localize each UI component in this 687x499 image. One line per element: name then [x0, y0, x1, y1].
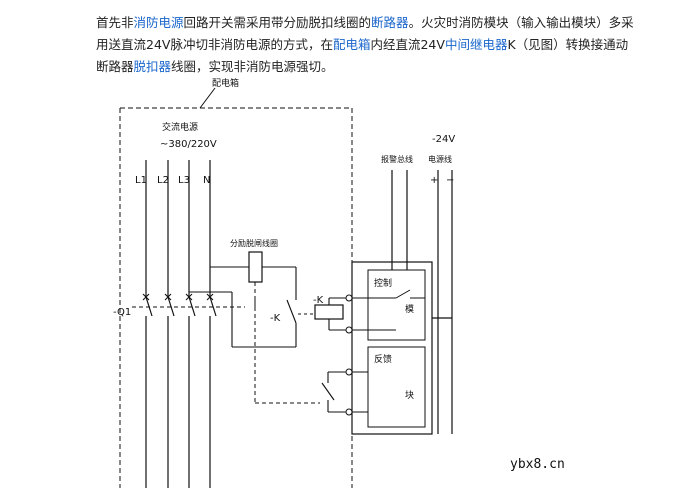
text-segment: 。火灾时消防模块（输入输出模块）多采用送直流24V脉冲切非消防电源的方式，在 [96, 15, 634, 52]
phase-label-n: N [203, 175, 210, 186]
phase-label-l1: L1 [135, 175, 147, 186]
relay-coil-wiring [328, 297, 346, 331]
box-label: 配电箱 [212, 77, 239, 89]
module-char-1: 模 [405, 304, 414, 315]
control-section [367, 269, 426, 341]
phase-conductors [145, 160, 217, 488]
shunt-coil-wiring [189, 266, 297, 348]
feedback-section [367, 346, 426, 428]
link-tuokouqi[interactable]: 脱扣器 [133, 59, 172, 74]
module-terminals [345, 294, 353, 416]
text-segment: 线圈，实现非消防电源强切。 [171, 59, 334, 74]
shunt-coil-label: 分励脱闸线圈 [230, 238, 278, 248]
link-xiaofang-dianyuan[interactable]: 消防电源 [133, 15, 184, 30]
breaker-cross-marks [142, 293, 214, 301]
shunt-trip-coil [248, 251, 263, 283]
article-text: 首先非消防电源回路开关需采用带分励脱扣线圈的断路器。火灾时消防模块（输入输出模块… [96, 12, 636, 78]
feedback-label: 反馈 [374, 353, 392, 365]
relay-coil [314, 304, 344, 320]
power-line-label: 电源线 [428, 154, 452, 164]
breaker-label: -Q1 [113, 307, 131, 318]
alarm-bus-label: 报警总线 [381, 154, 413, 164]
phase-label-l2: L2 [157, 175, 169, 186]
dc-voltage-label: -24V [432, 134, 455, 145]
text-segment: 首先非 [96, 15, 134, 30]
relay-coil-label: -K [313, 295, 324, 306]
relay-contact-label: -K [270, 313, 281, 324]
bus-lines [391, 170, 453, 434]
watermark: ybx8.cn [510, 457, 565, 472]
ac-power-label: 交流电源 [162, 121, 198, 133]
phase-label-l3: L3 [178, 175, 190, 186]
plus-sign: + [430, 175, 438, 186]
box-label-leader [199, 87, 216, 109]
link-duanluqi[interactable]: 断路器 [371, 15, 409, 30]
feedback-contact [321, 371, 346, 413]
ac-voltage-label: ~380/220V [160, 139, 217, 150]
text-segment: 内经直流24V [370, 37, 445, 52]
module-char-2: 块 [405, 389, 414, 401]
control-label: 控制 [374, 277, 392, 289]
text-segment: K（见图）转换接通动断路器 [96, 37, 629, 74]
module-internal-wiring [352, 289, 425, 413]
link-peidianxiang[interactable]: 配电箱 [332, 37, 371, 52]
minus-sign: − [446, 175, 454, 186]
text-segment: 回路开关需采用带分励脱扣线圈的 [183, 15, 372, 30]
link-zhongjian-jidianqi[interactable]: 中间继电器 [444, 37, 508, 52]
